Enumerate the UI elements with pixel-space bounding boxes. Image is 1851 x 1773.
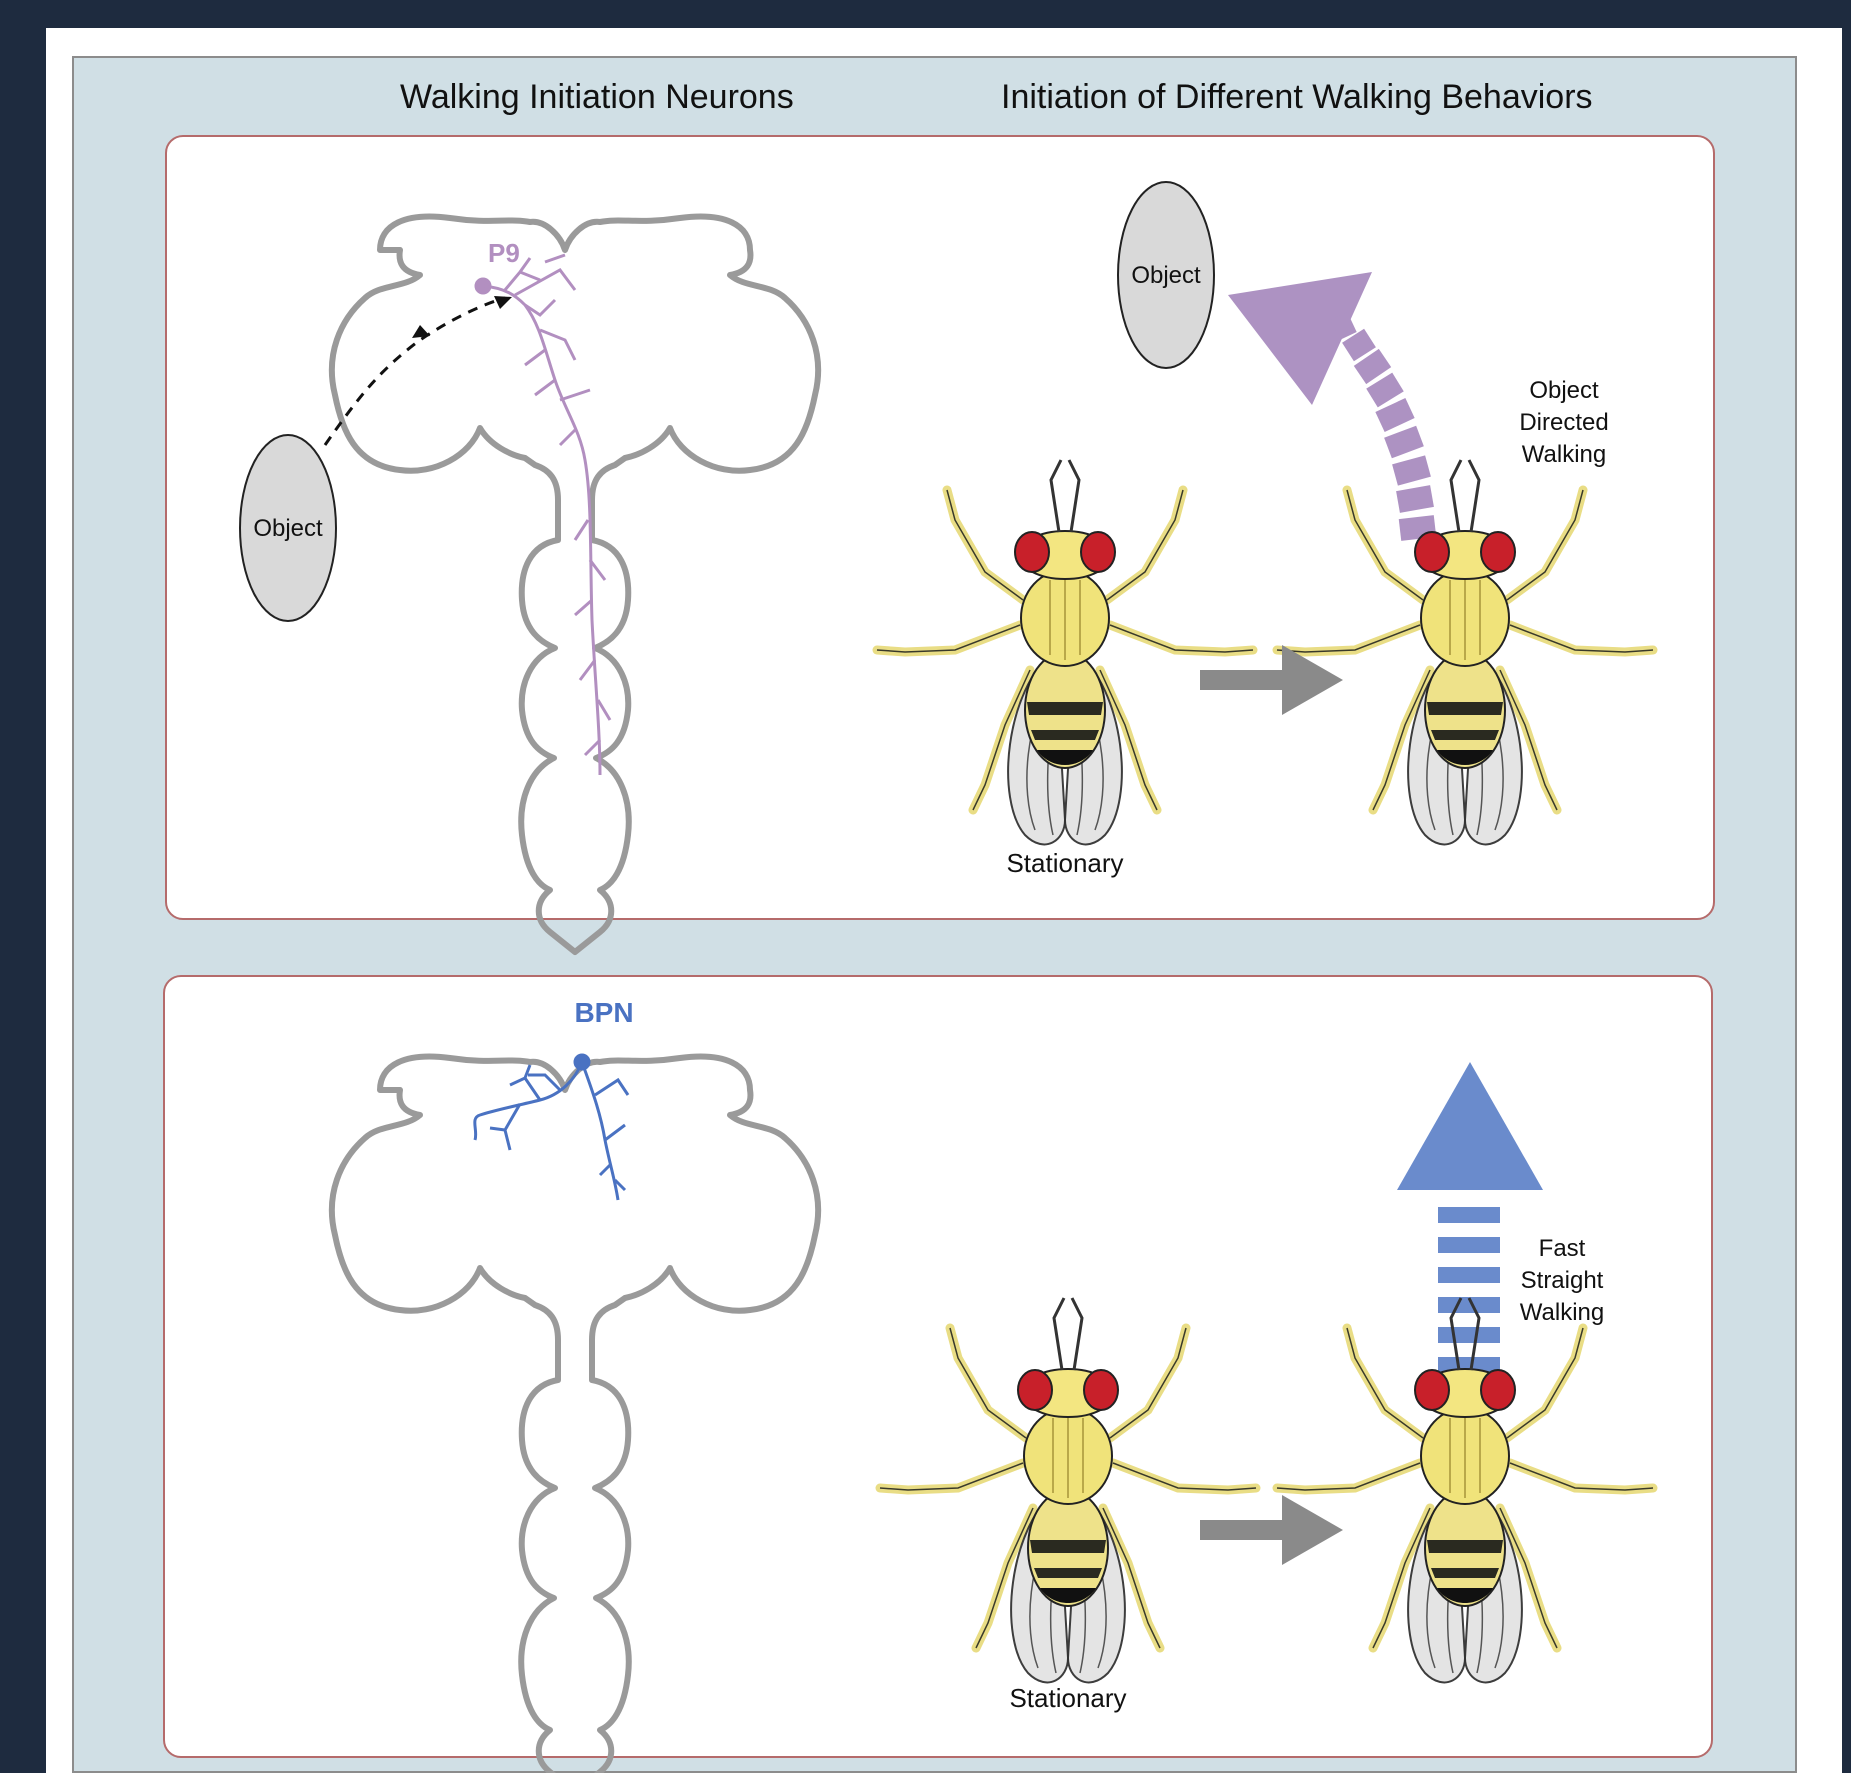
fly-walking-top: [1277, 460, 1653, 844]
brain-outline-bottom: [332, 1057, 818, 1773]
dashed-arrow-head-end: [494, 296, 512, 309]
fast-straight-arrow: [1397, 1062, 1543, 1401]
object-label-right: Object: [1131, 262, 1201, 289]
fly-stationary-bottom: [880, 1298, 1256, 1682]
fly-walking-bottom: [1277, 1298, 1653, 1682]
object-label-left: Object: [253, 515, 323, 542]
behavior-label-line1-top: Object: [1529, 377, 1599, 404]
p9-label: P9: [488, 238, 520, 268]
behavior-label-line3-bottom: Walking: [1520, 1299, 1604, 1326]
behavior-label-line2-bottom: Straight: [1521, 1267, 1604, 1294]
behavior-label-line1-bottom: Fast: [1539, 1235, 1586, 1262]
object-directed-arrow: [1228, 272, 1435, 530]
dashed-arrow-head-mid: [412, 325, 430, 338]
fly-stationary-top: [877, 460, 1253, 844]
behavior-label-line3-top: Walking: [1522, 441, 1606, 468]
p9-neuron: [476, 255, 610, 775]
stationary-label-top: Stationary: [1006, 848, 1123, 878]
brain-outline-top: [332, 217, 818, 952]
stationary-label-bottom: Stationary: [1009, 1683, 1126, 1713]
bpn-label: BPN: [574, 997, 633, 1028]
bpn-neuron: [475, 1055, 628, 1200]
transition-arrow-bottom: [1200, 1495, 1343, 1565]
dashed-signal-arrow: [325, 298, 505, 445]
behavior-label-line2-top: Directed: [1519, 409, 1608, 436]
